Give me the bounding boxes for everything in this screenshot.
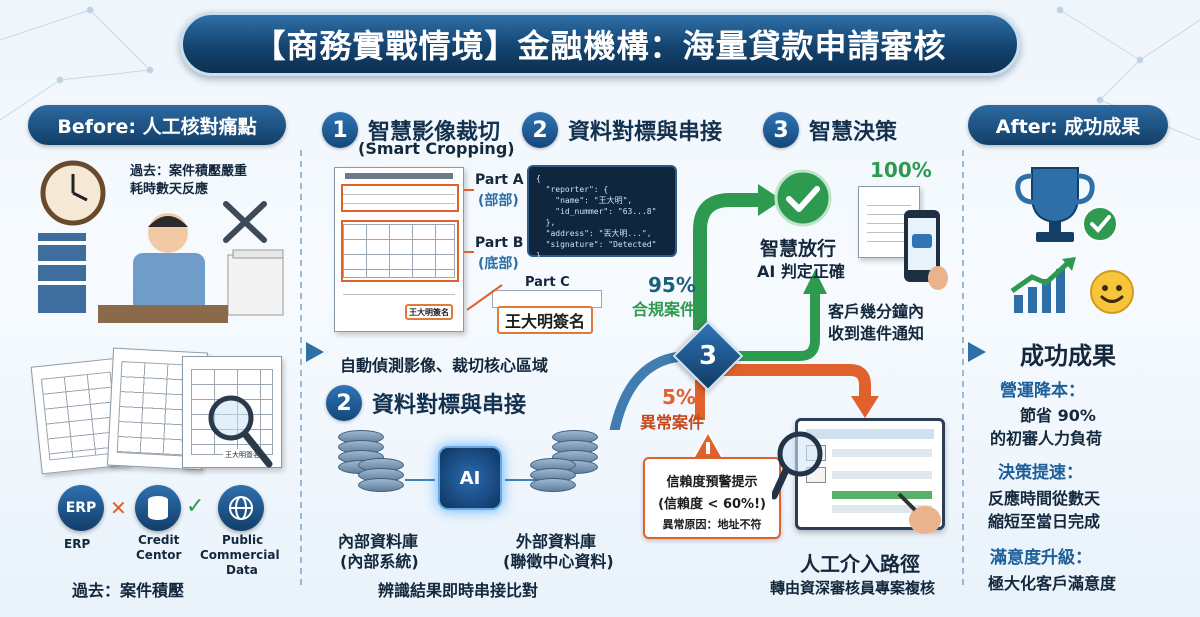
- arrow-right-icon-2: [968, 342, 986, 362]
- phone-notification-icon: [904, 210, 948, 290]
- stressed-worker-illustration: [38, 213, 284, 323]
- crop-connectors: [464, 189, 503, 311]
- pass-percent: 95%: [648, 273, 696, 297]
- step3-number: 3: [763, 112, 799, 148]
- step1-header: 1 智慧影像裁切: [322, 112, 500, 148]
- before-footer: 過去：案件積壓: [72, 581, 185, 600]
- internal-db-icon-2: [358, 458, 404, 492]
- part-c-label: Part C: [525, 275, 570, 290]
- step1-subtitle: (Smart Cropping): [358, 139, 515, 158]
- completion-percent: 100%: [870, 158, 932, 182]
- step3-header: 3 智慧決策: [763, 112, 897, 148]
- external-db-label: 外部資料庫: [516, 532, 597, 551]
- warn-line-2: (信賴度 < 60%!): [658, 497, 766, 512]
- step1-number: 1: [322, 112, 358, 148]
- confidence-warning-box: 信賴度預警提示 (信賴度 < 60%!) 異常原因：地址不符: [643, 457, 781, 539]
- completed-form: [858, 186, 920, 258]
- step2-lower-header: 2 資料對標與串接: [326, 385, 526, 421]
- tools-icon: [223, 201, 267, 243]
- after-item-1-line2: 的初審人力負荷: [990, 429, 1103, 448]
- internal-db-label: 內部資料庫: [338, 532, 419, 551]
- internal-db-sub: (內部系統): [340, 552, 419, 571]
- divider-right: [962, 150, 964, 590]
- after-title: 成功成果: [1020, 342, 1116, 370]
- after-item-1-line1: 節省 90%: [1020, 406, 1096, 425]
- step2-title: 資料對標與串接: [568, 120, 723, 145]
- part-b-sub: (底部): [478, 256, 519, 272]
- credit-label-1: Credit: [138, 533, 180, 547]
- trophy-icon: [1015, 167, 1118, 242]
- after-item-2-line1: 反應時間從數天: [988, 489, 1101, 508]
- pain-line-2: 耗時數天反應: [130, 182, 209, 197]
- growth-chart-icon: [1010, 257, 1076, 313]
- cross-icon: ✕: [110, 496, 127, 520]
- clock-icon: [40, 160, 106, 226]
- approve-check-icon: [774, 169, 832, 227]
- part-a-sub: (部部): [478, 193, 519, 209]
- pen-hand-icon: [897, 492, 941, 534]
- step2-caption: 辨識結果即時串接比對: [378, 581, 539, 600]
- decision-number: 3: [698, 341, 718, 371]
- review-magnifier-icon: [772, 431, 823, 500]
- part-b-label: Part B: [475, 235, 524, 251]
- pass-label: 合規案件: [632, 300, 697, 319]
- globe-icon: [218, 485, 264, 531]
- ai-chip-icon: AI: [438, 446, 502, 510]
- approve-sub: AI 判定正確: [757, 262, 845, 281]
- erp-logo-icon: ERP: [58, 485, 104, 531]
- doc-signature-small: 王大明簽名: [405, 304, 453, 320]
- public-label-2: Commercial: [200, 548, 280, 562]
- page-title: 【商務實戰情境】金融機構：海量貸款申請審核: [180, 12, 1020, 76]
- approve-title: 智慧放行: [760, 238, 837, 260]
- after-item-3-line1: 極大化客戶滿意度: [988, 574, 1117, 593]
- loan-application-document: 王大明簽名: [334, 167, 464, 332]
- erp-label: ERP: [64, 537, 91, 551]
- manual-title: 人工介入路徑: [800, 552, 920, 576]
- part-a-label: Part A: [475, 172, 524, 188]
- step1-caption: 自動偵測影像、裁切核心區域: [340, 356, 549, 375]
- exception-label: 異常案件: [640, 413, 705, 432]
- after-item-2-head: 決策提速：: [998, 463, 1083, 483]
- step2-lower-number: 2: [326, 385, 362, 421]
- after-item-3-head: 滿意度升級：: [990, 548, 1092, 568]
- external-db-icon-2: [530, 458, 576, 492]
- magnifier-icon: [208, 395, 273, 468]
- pain-line-1: 過去：案件積壓嚴重: [130, 164, 248, 179]
- smile-icon: [1090, 270, 1134, 314]
- public-label-1: Public: [222, 533, 264, 547]
- after-item-2-line2: 縮短至當日完成: [988, 512, 1101, 531]
- decision-flow-arrows: [609, 184, 879, 430]
- json-output-preview: { "reporter": { "name": "王大明", "id_numme…: [527, 165, 677, 260]
- signature-crop: 王大明簽名: [497, 306, 593, 334]
- step2-lower-title: 資料對標與串接: [372, 393, 527, 418]
- notify-line-1: 客戶幾分鐘內: [828, 302, 925, 321]
- credit-label-2: Centor: [136, 548, 182, 562]
- manual-sub: 轉由資深審核員專案複核: [770, 579, 936, 597]
- form-signature-text: 王大明簽名: [223, 449, 262, 461]
- arrow-right-icon: [306, 342, 324, 362]
- after-header: After: 成功成果: [968, 105, 1168, 145]
- notify-line-2: 收到進件通知: [828, 324, 925, 343]
- divider-left: [300, 150, 302, 590]
- step2-header: 2 資料對標與串接: [522, 112, 722, 148]
- external-db-sub: (聯徵中心資料): [503, 552, 614, 571]
- step2-number: 2: [522, 112, 558, 148]
- public-label-3: Data: [226, 563, 258, 577]
- warn-title: 信賴度預警提示: [666, 475, 758, 490]
- after-item-1-head: 營運降本：: [1000, 381, 1085, 401]
- database-icon: [135, 485, 181, 531]
- step3-title: 智慧決策: [809, 120, 898, 145]
- check-icon: ✓: [186, 494, 205, 519]
- data-link-lines: [405, 479, 540, 481]
- exception-percent: 5%: [662, 385, 696, 409]
- step1-title: 智慧影像裁切: [368, 120, 501, 145]
- before-header: Before: 人工核對痛點: [28, 105, 286, 145]
- warn-line-3: 異常原因：地址不符: [662, 518, 762, 531]
